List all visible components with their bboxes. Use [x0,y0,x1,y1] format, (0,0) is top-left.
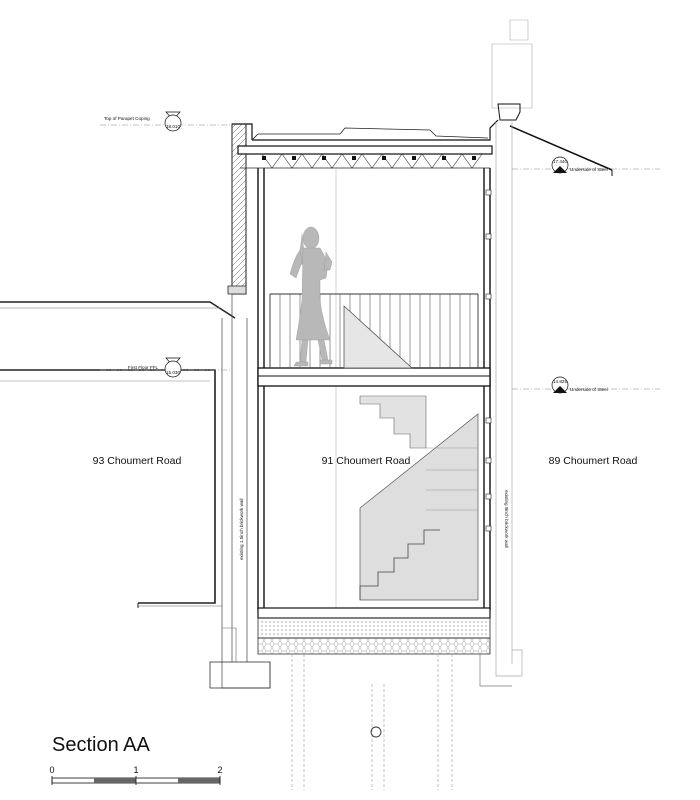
room-label-93: 93 Choumert Road [93,455,182,467]
level-marker-first-floor: First Floor FFL 15.030 [100,357,232,378]
person-figure [289,226,333,367]
steel-lower-value: 14.825 [553,379,567,384]
building-91-structure [237,119,499,790]
room-label-89: 89 Choumert Road [549,455,638,467]
parapet-value: 18.010 [166,124,180,129]
level-marker-parapet: Top of Parapet Coping 18.010 [100,111,232,132]
first-floor-label: First Floor FFL [128,365,159,370]
wall-note-right: existing 9inch brickwork wall [504,490,509,548]
scale-tick-1: 1 [133,765,138,775]
neighbour-89-outline [479,19,613,687]
scale-tick-0: 0 [49,765,54,775]
scale-bar: 0 1 2 [49,765,223,785]
wall-note-left: existing 1.5inch brickwork wall [239,498,244,560]
neighbour-93-outline [0,123,271,689]
steel-lower-label: Underside of Steel [570,387,608,392]
level-marker-steel-lower: 14.825 Underside of Steel [512,376,660,394]
section-title: Section AA [52,734,150,756]
steel-upper-label: Underside of Steel [570,167,608,172]
first-floor-value: 15.030 [166,370,180,375]
level-marker-steel-upper: 17.440 Underside of Steel [512,156,660,174]
scale-tick-2: 2 [217,765,222,775]
room-label-91: 91 Choumert Road [322,455,411,467]
parapet-label: Top of Parapet Coping [104,116,150,121]
steel-upper-value: 17.440 [553,159,567,164]
